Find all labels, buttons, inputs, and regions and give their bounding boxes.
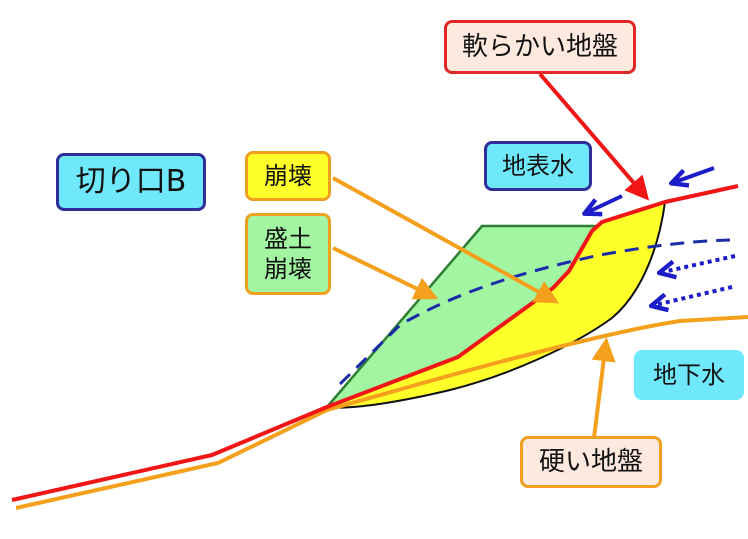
fill-collapse-pointer-arrow <box>332 246 439 300</box>
groundwater-label: 地下水 <box>634 350 744 400</box>
collapse-pointer-arrow <box>332 176 560 304</box>
soft-ground-arrow <box>538 72 650 201</box>
surface-water-arrow <box>588 194 623 212</box>
groundwater-flow-arrow <box>655 285 733 305</box>
surface-water-arrow <box>675 166 715 182</box>
ground-surface-line <box>11 184 739 502</box>
collapse-label: 崩壊 <box>245 151 331 201</box>
hard-ground-pointer-arrow <box>591 337 616 439</box>
cut-slope-label: 切り口B <box>56 153 206 211</box>
fill-collapse-label: 盛土 崩壊 <box>245 213 331 295</box>
hard-ground-label: 硬い地盤 <box>520 436 662 488</box>
surface-water-label: 地表水 <box>484 141 592 191</box>
groundwater-level-line <box>338 238 731 386</box>
soft-ground-label: 軟らかい地盤 <box>444 20 636 74</box>
groundwater-flow-arrow <box>663 254 736 272</box>
hard-ground-line <box>15 315 748 510</box>
